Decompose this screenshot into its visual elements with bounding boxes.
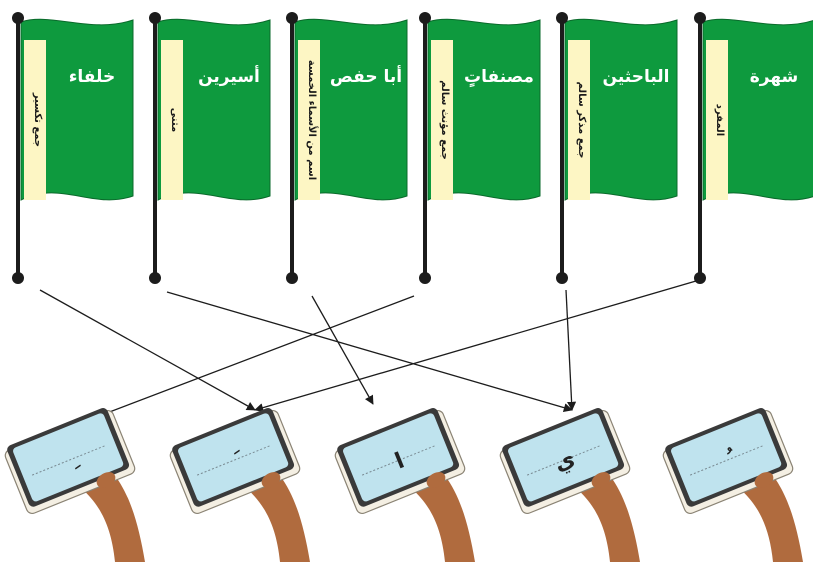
flag-title: أسيرين [198, 65, 260, 87]
pole-top-knob [286, 12, 298, 24]
flag-title: شهرة [750, 67, 799, 87]
match-arrow [565, 289, 577, 411]
pole-bottom-knob [694, 272, 706, 284]
fatha-card-icon: َ [169, 408, 310, 562]
pole-top-knob [556, 12, 568, 24]
card-dotted-line [689, 444, 765, 476]
flag-note-strip [706, 40, 728, 200]
card-face [178, 413, 289, 502]
thumb [754, 472, 774, 488]
flag-title: أبا حفص [330, 65, 402, 87]
cards-row: َِ ايُ [4, 408, 803, 562]
match-arrow [166, 291, 573, 413]
alif-card-icon: ا [334, 408, 475, 562]
card-dotted-line [361, 444, 437, 476]
flag-note: المفرد [714, 104, 725, 136]
flag-note-strip [24, 40, 46, 200]
pole-top-knob [419, 12, 431, 24]
match-arrows [39, 280, 697, 426]
flag-cloth [20, 18, 134, 201]
card-face [508, 413, 619, 502]
flag: مثنى أسيرين [149, 12, 271, 284]
ya-card-icon: ي [499, 408, 640, 562]
pole-top-knob [149, 12, 161, 24]
match-arrow [254, 280, 697, 413]
thumb [426, 472, 446, 488]
card: َ [169, 408, 301, 515]
flag-title: مصنفاتٍ [464, 67, 534, 88]
card: ي [499, 408, 631, 515]
flag-note-strip [161, 40, 183, 200]
card-dotted-line [526, 444, 602, 476]
flag-cloth [157, 18, 271, 201]
flag-cloth [294, 18, 408, 201]
thumb [591, 472, 611, 488]
card-face [343, 413, 454, 502]
match-arrow [77, 295, 415, 426]
card: ِ [4, 408, 136, 515]
flag: جمع مذكر سالم الباحثين [556, 12, 678, 284]
pole-bottom-knob [419, 272, 431, 284]
pole-bottom-knob [149, 272, 161, 284]
flag: جمع تكسير خلفاء [12, 12, 134, 284]
match-arrow [39, 289, 256, 411]
flag-note-strip [431, 40, 453, 200]
flag-title: خلفاء [69, 67, 116, 87]
pole-bottom-knob [12, 272, 24, 284]
thumb [261, 472, 281, 488]
kasra-card-icon: ِ [4, 408, 145, 562]
flag-note-strip [568, 40, 590, 200]
card-dotted-line [196, 444, 272, 476]
flag-note: جمع تكسير [32, 92, 43, 147]
flag: جمع مؤنث سالم مصنفاتٍ [419, 12, 541, 284]
flag-cloth [702, 18, 813, 201]
pole-bottom-knob [286, 272, 298, 284]
card-face [671, 413, 782, 502]
flags-row: المفرد شهرة جمع مذكر سالم الباحثين جمع مؤنث … [12, 12, 813, 284]
card-face [13, 413, 124, 502]
flag-note-strip [298, 40, 320, 200]
pole-bottom-knob [556, 272, 568, 284]
flag-note: جمع مؤنث سالم [439, 80, 450, 160]
card: ا [334, 408, 466, 515]
flag-note: جمع مذكر سالم [576, 82, 587, 159]
card: ُ [662, 408, 794, 515]
flag: المفرد شهرة [694, 12, 813, 284]
pole-top-knob [694, 12, 706, 24]
thumb [96, 472, 116, 488]
pole-top-knob [12, 12, 24, 24]
flag-cloth [564, 18, 678, 201]
match-arrow [311, 295, 374, 405]
flag-title: الباحثين [603, 67, 670, 87]
flag-note: اسم من الأسماء الخمسة [306, 60, 319, 180]
flag-note: مثنى [169, 108, 180, 132]
flag: اسم من الأسماء الخمسة أبا حفص [286, 12, 408, 284]
flag-cloth [427, 18, 541, 201]
damma-card-icon: ُ [662, 408, 803, 562]
